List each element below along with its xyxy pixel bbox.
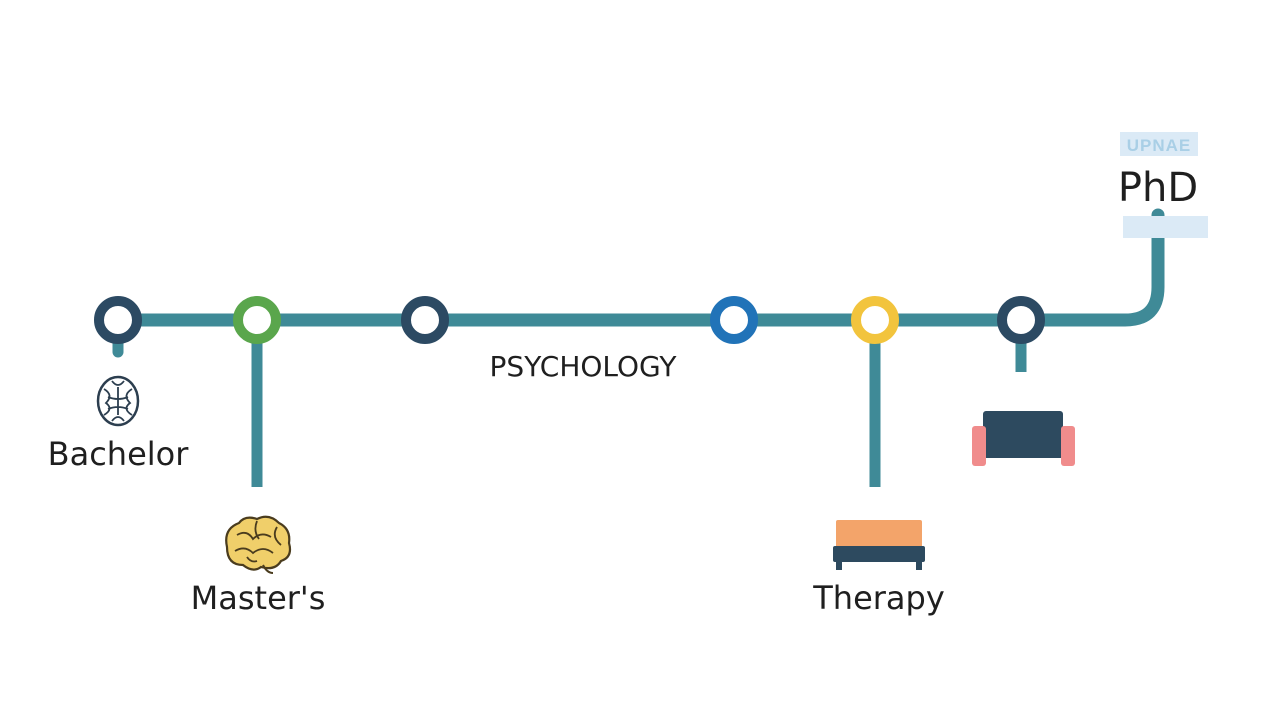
station-ring: [401, 296, 449, 344]
station-label-bachelor: Bachelor: [48, 435, 190, 473]
station-3: [401, 296, 449, 344]
station-ring: [710, 296, 758, 344]
station-bachelor: [94, 296, 142, 344]
station-6: [997, 296, 1045, 344]
station-therapy: [851, 296, 899, 344]
brain-yellow-icon: [225, 515, 292, 574]
navy-couch-icon: [972, 411, 1075, 466]
station-label-masters: Master's: [191, 579, 326, 617]
phd-tag-bottom: [1123, 216, 1208, 238]
brain-outline-icon: [96, 375, 140, 427]
station-label-therapy: Therapy: [812, 579, 945, 617]
station-masters: [233, 296, 281, 344]
station-ring: [94, 296, 142, 344]
phd-tag-text: UPNAE: [1127, 136, 1192, 155]
line-label-psychology: PSYCHOLOGY: [490, 350, 678, 383]
station-ring: [851, 296, 899, 344]
main-track: [111, 208, 1165, 327]
station-ring: [233, 296, 281, 344]
phd-tag-top: [1120, 132, 1198, 156]
orange-couch-icon: [833, 520, 925, 570]
station-4: [710, 296, 758, 344]
station-ring: [997, 296, 1045, 344]
phd-label: PhD: [1118, 165, 1198, 211]
